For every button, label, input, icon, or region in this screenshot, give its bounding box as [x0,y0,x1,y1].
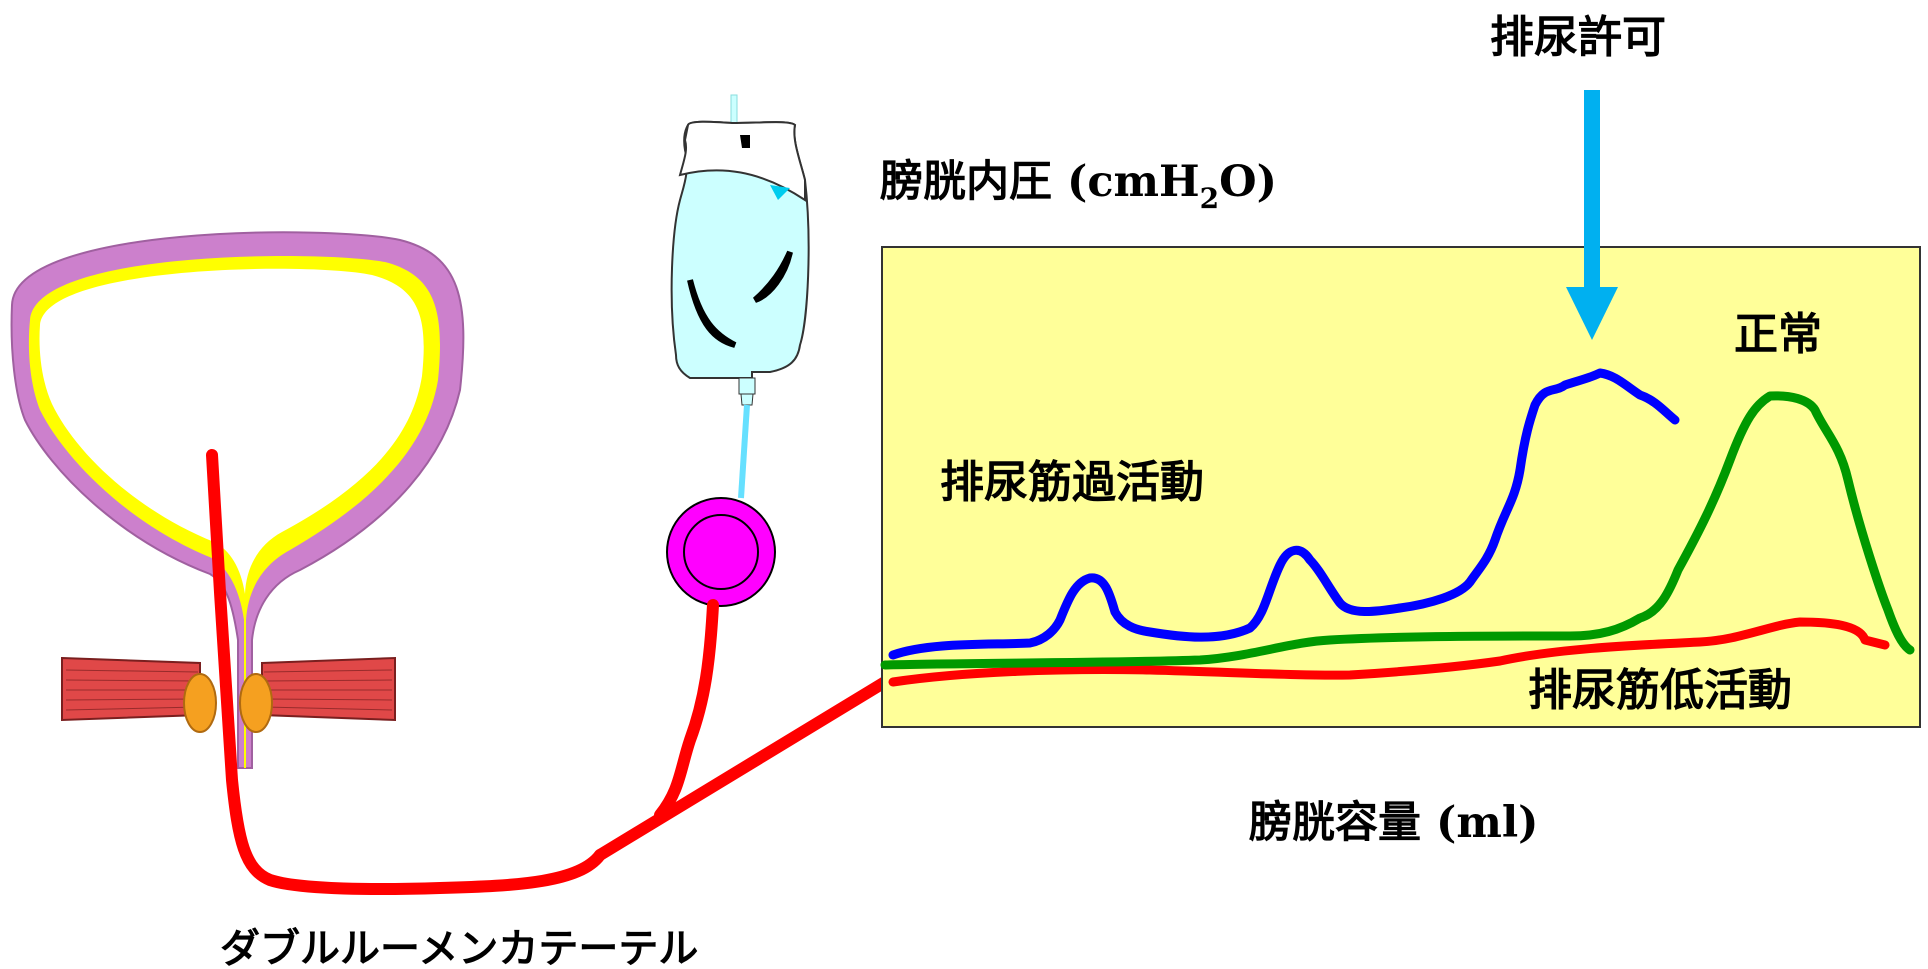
underactive-label: 排尿筋低活動 [1528,665,1792,716]
sphincter-muscle-right [261,656,396,722]
catheter-to-graph [594,676,891,861]
catheter-main [206,449,606,896]
sphincter-end-left [183,673,217,733]
double-lumen-catheter [206,449,891,896]
urethral-sphincter [61,656,396,733]
bladder-lumen [39,268,424,594]
catheter-pump-branch [654,599,719,821]
infusion-bag-icon [670,94,810,499]
overactive-curve [888,368,1680,660]
void-permit-label: 排尿許可 [1490,12,1666,63]
pressure-axis-label: 膀胱内圧 (cmH2O) [879,157,1277,215]
down-arrow-icon [1566,90,1618,340]
syringe-pump-icon [666,497,776,607]
sphincter-end-right [239,673,273,733]
infusion-tube [738,404,750,499]
normal-curve [880,391,1915,670]
normal-label: 正常 [1734,309,1822,360]
overactive-label: 排尿筋過活動 [940,457,1204,508]
sphincter-muscle-left [61,656,201,722]
underactive-curve [888,617,1890,687]
volume-axis-label: 膀胱容量 (ml) [1248,798,1539,848]
bladder [10,231,465,769]
catheter-label: ダブルルーメンカテーテル [220,926,698,969]
cystometrogram [880,246,1921,728]
graph-background [881,246,1921,728]
muscle-fibers [65,669,393,711]
